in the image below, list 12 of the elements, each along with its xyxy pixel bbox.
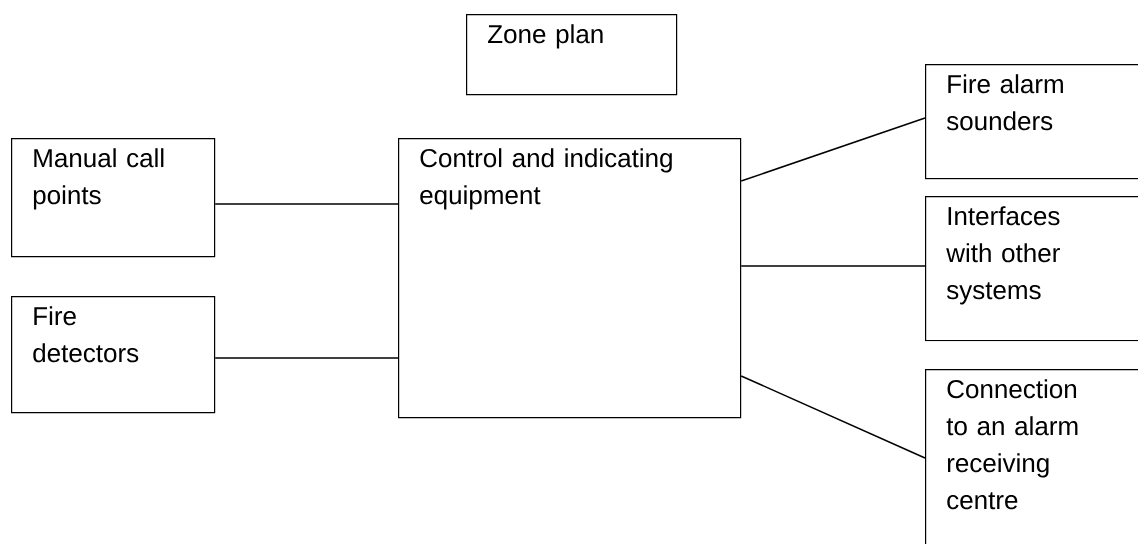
connector-line — [214, 357, 399, 359]
process-box: Interfaces with other systems — [925, 196, 1138, 342]
connector-line — [740, 265, 926, 267]
process-box: Manual call points — [11, 138, 216, 258]
connector-line — [740, 117, 926, 182]
process-box: Fire detectors — [11, 296, 216, 414]
connector-line — [740, 375, 926, 459]
process-box: Fire alarm sounders — [925, 64, 1138, 180]
process-box: Zone plan — [466, 14, 678, 96]
process-box: Control and indicating equipment — [398, 138, 742, 419]
connector-line — [214, 203, 399, 205]
process-box: Connection to an alarm receiving centre — [925, 369, 1138, 544]
